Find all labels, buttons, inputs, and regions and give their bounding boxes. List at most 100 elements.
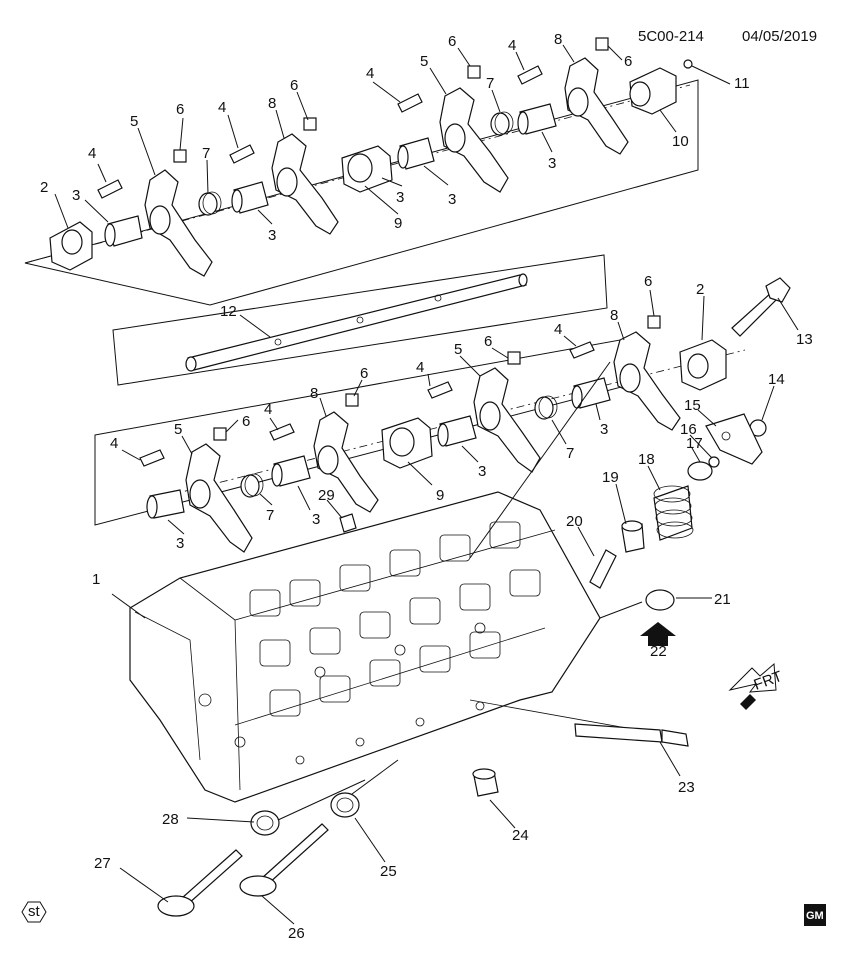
- adjuster-upper-2: [229, 144, 255, 164]
- valve-stem-seal: [621, 520, 645, 553]
- head-bolt: [731, 277, 791, 337]
- callout-28: 28: [162, 811, 179, 828]
- bushing-lower-4: [571, 377, 611, 409]
- callout-3f: 3: [312, 511, 320, 528]
- bushing-lower-3: [437, 415, 477, 447]
- callout-3h: 3: [600, 421, 608, 438]
- gm-logo-text: GM: [806, 910, 824, 922]
- adjuster-lower-2: [269, 423, 295, 441]
- nut-lower-4: [647, 315, 661, 329]
- valve-key: [708, 456, 720, 468]
- bushing-lower-2: [271, 455, 311, 487]
- callout-labels: 1 2 2 3 3 3 3 3 3 3 3 3 4 4 4 4 4 4 4 4 …: [40, 31, 813, 942]
- rocker-pedestal-center-lower: [381, 417, 433, 469]
- callout-3a: 3: [72, 187, 80, 204]
- rocker-pedestal-left: [49, 221, 93, 271]
- adjuster-upper-3: [397, 93, 423, 113]
- callout-4h: 4: [554, 321, 562, 338]
- rocker-shaft-frame: [112, 254, 608, 386]
- bushing-upper-4: [517, 103, 557, 135]
- spring-upper-2: [490, 111, 514, 136]
- intake-valve: [157, 849, 243, 917]
- callout-6h: 6: [644, 273, 652, 290]
- callout-12: 12: [220, 303, 237, 320]
- rocker-shaft: [185, 273, 528, 372]
- exhaust-valve: [239, 823, 329, 897]
- small-seal: [339, 513, 357, 533]
- callout-9b: 9: [436, 487, 444, 504]
- callout-6d: 6: [624, 53, 632, 70]
- drain-plug: [472, 768, 499, 797]
- rocker-arm-upper-4: [564, 57, 629, 155]
- callout-4e: 4: [110, 435, 118, 452]
- callout-3g: 3: [478, 463, 486, 480]
- valve-guide: [589, 549, 617, 589]
- callout-7b: 7: [486, 75, 494, 92]
- callout-3i: 3: [396, 189, 404, 206]
- bushing-lower-1: [146, 489, 185, 519]
- callout-5a: 5: [130, 113, 138, 130]
- callout-26: 26: [288, 925, 305, 942]
- rocker-arm-lower-2: [313, 411, 379, 513]
- callout-8a: 8: [268, 95, 276, 112]
- nut-upper-2: [303, 117, 317, 131]
- callout-4g: 4: [416, 359, 424, 376]
- glow-plug: [469, 699, 689, 747]
- spring-upper-1: [198, 191, 222, 216]
- view-arrow: [640, 622, 676, 646]
- callout-5c: 5: [174, 421, 182, 438]
- spring-retainer: [687, 461, 713, 481]
- adjuster-lower-1: [139, 449, 165, 467]
- adjuster-upper-4: [517, 65, 543, 85]
- callout-3d: 3: [548, 155, 556, 172]
- callout-20: 20: [566, 513, 583, 530]
- rocker-arm-lower-1: [185, 443, 253, 553]
- callout-11: 11: [734, 75, 750, 92]
- rocker-arm-upper-3: [439, 87, 509, 193]
- nut-upper-4: [595, 37, 609, 51]
- callout-14: 14: [768, 371, 785, 388]
- callout-3e: 3: [176, 535, 184, 552]
- expansion-plug: [645, 589, 675, 611]
- diagram-date: 04/05/2019: [742, 28, 817, 45]
- callout-25: 25: [380, 863, 397, 880]
- callout-4f: 4: [264, 401, 272, 418]
- rocker-arm-lower-4: [613, 331, 681, 431]
- callout-6g: 6: [484, 333, 492, 350]
- nut-lower-2: [345, 393, 359, 407]
- callout-8c: 8: [310, 385, 318, 402]
- callout-3c: 3: [448, 191, 456, 208]
- callout-8d: 8: [610, 307, 618, 324]
- callout-2a: 2: [40, 179, 48, 196]
- leader-lines: [54, 44, 799, 925]
- roller-follower: [705, 413, 763, 465]
- st-label: st: [28, 903, 41, 920]
- callout-7a: 7: [202, 145, 210, 162]
- spring-lower-1: [240, 473, 264, 498]
- callout-16: 16: [680, 421, 697, 438]
- nut-lower-3: [507, 351, 521, 365]
- callout-27: 27: [94, 855, 111, 872]
- callout-17: 17: [686, 435, 703, 452]
- cylinder-head: [129, 491, 601, 803]
- callout-6e: 6: [242, 413, 250, 430]
- callout-4c: 4: [366, 65, 374, 82]
- valve-spring: [653, 485, 694, 541]
- callout-9a: 9: [394, 215, 402, 232]
- adjuster-lower-3: [427, 381, 453, 399]
- callout-13: 13: [796, 331, 813, 348]
- callout-6b: 6: [290, 77, 298, 94]
- gm-logo: GM: [804, 904, 826, 926]
- callout-2b: 2: [696, 281, 704, 298]
- rocker-arm-upper-1: [144, 169, 213, 277]
- callout-22: 22: [650, 643, 667, 660]
- rocker-pedestal-right: [679, 339, 727, 391]
- spring-lower-2: [534, 395, 558, 420]
- bushing-upper-2: [231, 181, 269, 214]
- callout-21: 21: [714, 591, 731, 608]
- callout-6c: 6: [448, 33, 456, 50]
- callout-4a: 4: [88, 145, 96, 162]
- nut-upper-1: [173, 149, 187, 163]
